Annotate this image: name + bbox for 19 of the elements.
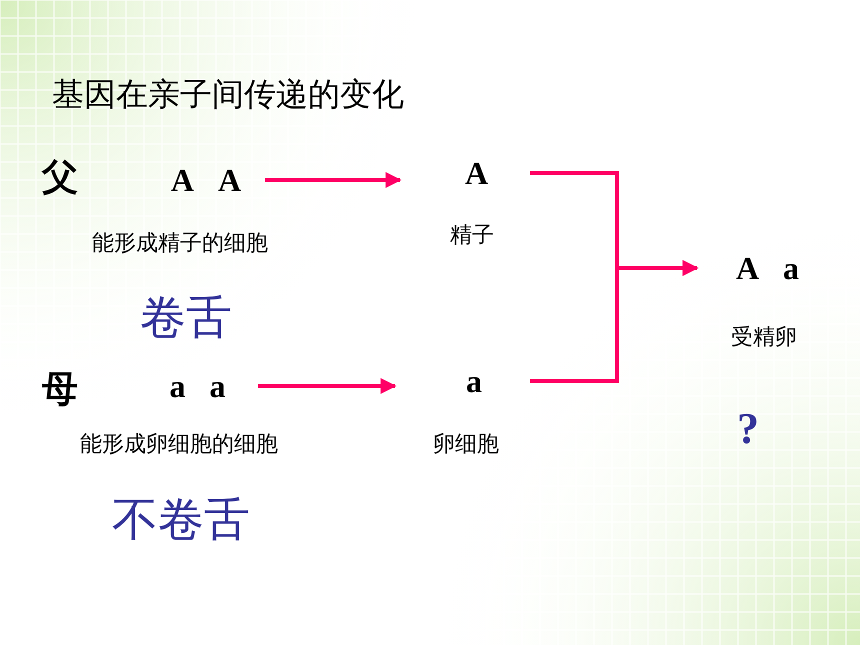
arrow xyxy=(265,172,402,188)
arrow xyxy=(258,378,397,394)
genotype-text: a xyxy=(420,361,528,401)
genotype-text: a a xyxy=(140,366,255,406)
caption-text: 卵细胞 xyxy=(433,431,499,459)
caption-text: 精子 xyxy=(450,222,494,250)
parent-label: 父 xyxy=(42,156,78,200)
arrow xyxy=(530,260,699,383)
trait-label: 不卷舌 xyxy=(112,492,250,546)
question-mark: ? xyxy=(737,404,759,454)
caption-text: 能形成卵细胞的细胞 xyxy=(80,431,278,459)
caption-text: 能形成精子的细胞 xyxy=(92,230,268,258)
genotype-text: A a xyxy=(705,248,830,288)
genotype-text: A xyxy=(425,153,528,193)
caption-text: 受精卵 xyxy=(731,324,797,352)
parent-label: 母 xyxy=(42,368,78,412)
genotype-text: A A xyxy=(150,160,262,200)
title: 基因在亲子间传递的变化 xyxy=(52,74,404,114)
trait-label: 卷舌 xyxy=(140,290,232,344)
